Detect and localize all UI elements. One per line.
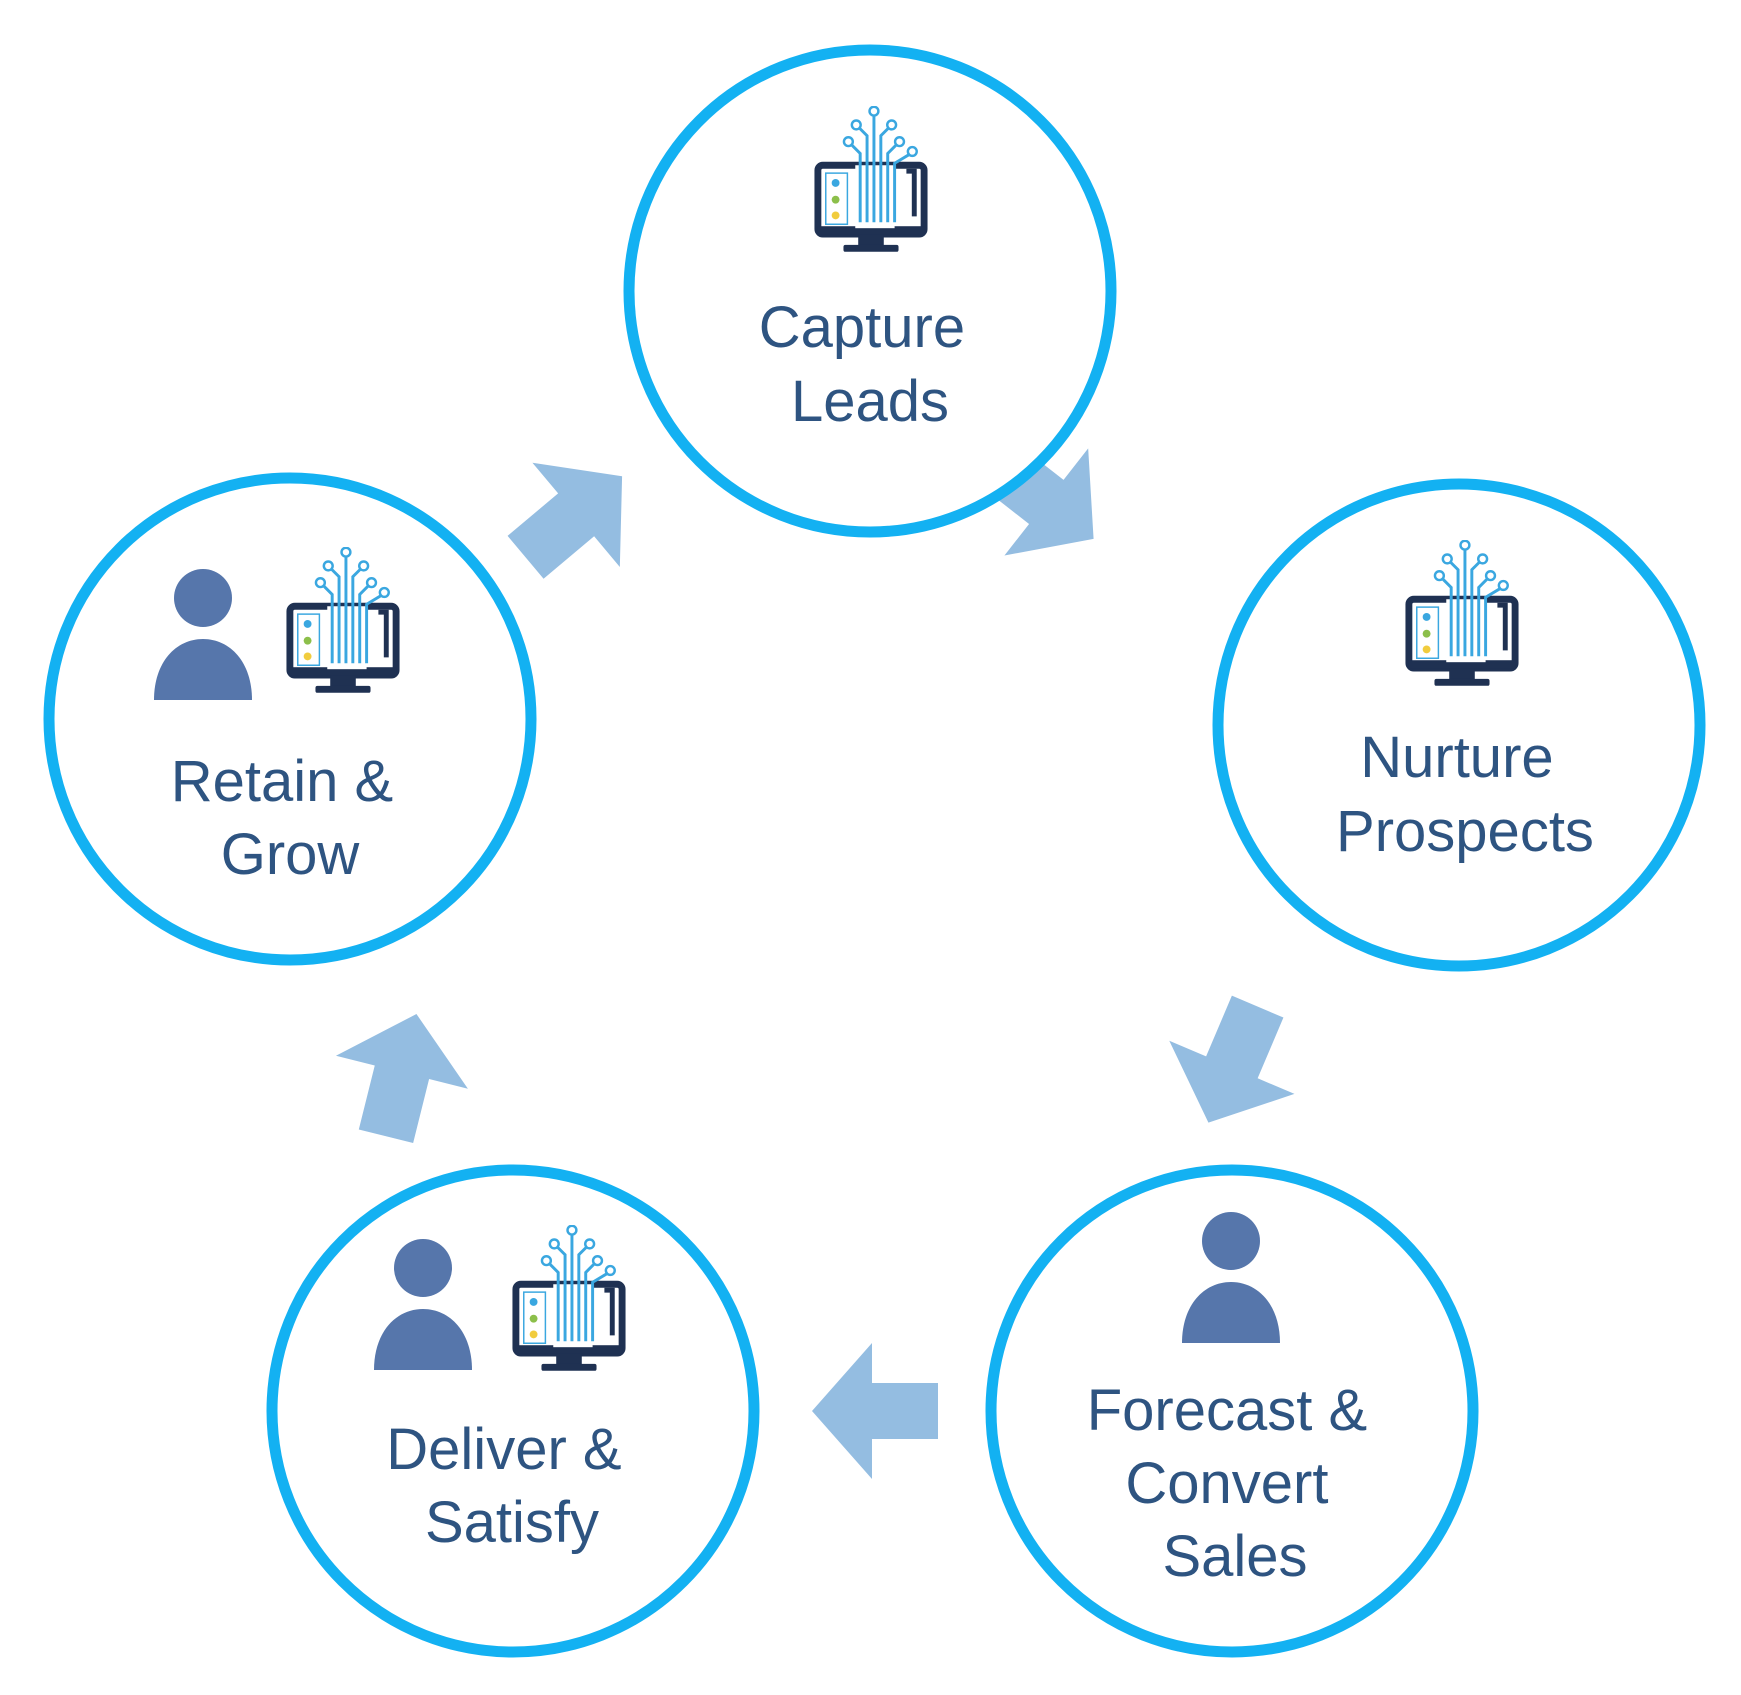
stage-title: Capture Leads bbox=[759, 295, 981, 434]
arrow-nurture-to-forecast bbox=[1169, 995, 1295, 1123]
arrow-retain-to-capture bbox=[507, 462, 623, 579]
stage-title-line: Convert bbox=[1125, 1451, 1328, 1516]
stage-title-line: Leads bbox=[791, 369, 949, 434]
stage-title-line: Deliver & bbox=[386, 1417, 621, 1482]
stage-ring bbox=[266, 1164, 760, 1658]
flow-arrows bbox=[335, 439, 1295, 1479]
stage-title: Retain & Grow bbox=[171, 749, 410, 887]
stage-title: Nurture Prospects bbox=[1336, 725, 1594, 864]
stage-title-line: Satisfy bbox=[425, 1490, 599, 1555]
stage-ring bbox=[985, 1164, 1479, 1658]
stage-title-line: Grow bbox=[221, 822, 361, 887]
arrow-deliver-to-retain bbox=[335, 1014, 468, 1144]
stage-title: Deliver & Satisfy bbox=[386, 1417, 637, 1555]
arrow-forecast-to-deliver bbox=[812, 1343, 938, 1479]
stage-ring bbox=[43, 472, 537, 966]
stage-nurture-prospects: Nurture Prospects bbox=[1212, 478, 1706, 972]
stage-capture-leads: Capture Leads bbox=[623, 44, 1117, 538]
stage-deliver-satisfy: Deliver & Satisfy bbox=[266, 1164, 760, 1658]
stage-title-line: Retain & bbox=[171, 749, 393, 814]
stage-title-line: Sales bbox=[1162, 1524, 1307, 1589]
stage-ring bbox=[1212, 478, 1706, 972]
stage-title: Forecast & Convert Sales bbox=[1087, 1378, 1384, 1589]
stage-title-line: Forecast & bbox=[1087, 1378, 1367, 1443]
stage-forecast-convert-sales: Forecast & Convert Sales bbox=[985, 1164, 1479, 1658]
stage-ring bbox=[623, 44, 1117, 538]
stage-retain-grow: Retain & Grow bbox=[43, 472, 537, 966]
stage-title-line: Nurture bbox=[1360, 725, 1553, 790]
stage-title-line: Capture bbox=[759, 295, 965, 360]
stage-title-line: Prospects bbox=[1336, 799, 1594, 864]
